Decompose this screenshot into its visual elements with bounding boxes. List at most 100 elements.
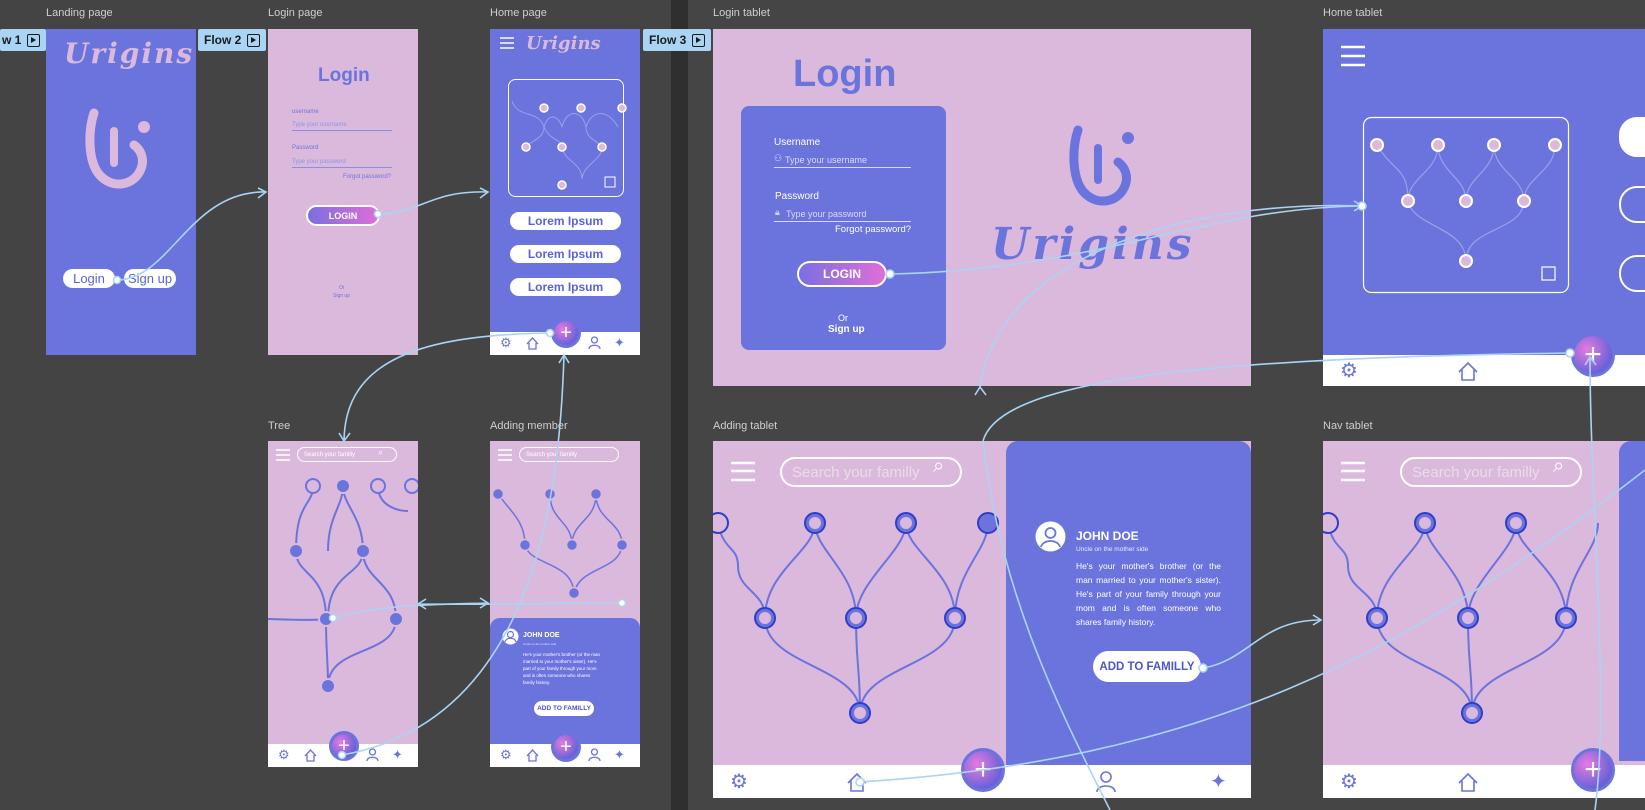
gear-icon[interactable]: ⚙ [500, 747, 512, 762]
flow-tag-1-label: w 1 [2, 33, 22, 47]
connector-adding-down [982, 440, 1111, 810]
home-icon[interactable] [1458, 361, 1478, 381]
search-icon[interactable]: ⌕ [378, 447, 384, 457]
home-tablet-add-fab[interactable]: + [1571, 333, 1615, 377]
frame-label-login-tablet[interactable]: Login tablet [713, 7, 770, 19]
connector-logintablet-home [889, 205, 1363, 275]
logo-icon [85, 108, 150, 189]
connector-tree-adding [332, 602, 489, 619]
frame-label-landing[interactable]: Landing page [46, 7, 113, 19]
menu-icon[interactable] [276, 449, 290, 461]
nav-tablet-tree[interactable] [1323, 441, 1618, 771]
expand-icon [1541, 266, 1556, 281]
tablet-member-description: He's your mother's brother (or the man m… [1076, 561, 1221, 627]
login-title: Login [318, 65, 370, 86]
search-icon[interactable]: ⌕ [1553, 455, 1565, 477]
person-icon[interactable] [366, 748, 379, 762]
tablet-password-underline [774, 221, 911, 222]
adding-frame: Search your familly JOHN DOE Uncle on th… [490, 441, 640, 767]
home-button-2[interactable]: Lorem Ipsum [508, 243, 623, 265]
person-icon[interactable] [588, 336, 601, 350]
brand-logo-text: Urigins [64, 37, 195, 70]
adding-add-fab[interactable]: + [551, 732, 581, 762]
password-underline [292, 167, 392, 168]
home-icon[interactable] [304, 749, 317, 762]
connector-landing-login [116, 191, 267, 281]
tablet-username-input[interactable]: Type your username [785, 155, 868, 165]
connector-home-tablet-fab [1589, 356, 1602, 810]
frame-label-adding[interactable]: Adding member [490, 420, 568, 432]
tree-preview[interactable] [508, 79, 627, 197]
home-logo-text: Urigins [526, 33, 601, 54]
frame-label-tree[interactable]: Tree [268, 420, 291, 432]
tablet-password-input[interactable]: Type your password [786, 209, 867, 219]
forgot-password-link[interactable]: Forgot password? [343, 174, 392, 180]
frame-label-nav-tablet[interactable]: Nav tablet [1323, 420, 1373, 432]
nav-tablet-search-input[interactable]: Search your familly [1400, 457, 1582, 487]
user-icon [1035, 521, 1066, 552]
tablet-signup-link[interactable]: Sign up [828, 324, 865, 335]
adding-search-input[interactable]: Search your familly [519, 447, 619, 462]
gear-icon[interactable]: ⚙ [1340, 360, 1358, 382]
signup-link[interactable]: Sign up [333, 293, 350, 299]
family-tree-small[interactable] [490, 441, 640, 601]
frame-label-adding-tablet[interactable]: Adding tablet [713, 420, 778, 432]
username-input[interactable]: Type your username [292, 122, 347, 128]
tablet-home-button-3[interactable] [1619, 255, 1645, 292]
flow-tag-1[interactable]: w 1 [0, 29, 47, 51]
sparkle-icon[interactable]: ✦ [614, 335, 625, 350]
frame-label-home-tablet[interactable]: Home tablet [1323, 7, 1383, 19]
tablet-home-button-2[interactable] [1619, 186, 1645, 223]
nav-drawer-edge[interactable] [1619, 441, 1645, 761]
gear-icon[interactable]: ⚙ [1340, 771, 1358, 793]
login-tablet-title: Login [793, 53, 897, 95]
menu-icon[interactable] [1341, 461, 1365, 482]
logo-icon [1069, 125, 1134, 206]
tablet-login-button[interactable]: LOGIN [797, 261, 887, 287]
landing-login-button[interactable]: Login [63, 269, 115, 288]
tree-search-input[interactable]: Search your familly [297, 447, 397, 462]
tablet-home-button-1[interactable] [1619, 117, 1645, 157]
home-add-fab[interactable]: + [551, 318, 581, 348]
adding-tablet-tree[interactable] [713, 441, 1008, 771]
password-label: Password [292, 145, 319, 151]
nav-tablet-add-fab[interactable]: + [1571, 748, 1615, 792]
family-tree[interactable] [268, 441, 418, 741]
tree-frame: Search your familly ⌕ ⚙ ✦ [268, 441, 418, 767]
tablet-password-label: Password [775, 191, 819, 202]
connector-fab-adding [982, 352, 1571, 442]
gear-icon[interactable]: ⚙ [500, 335, 512, 350]
menu-icon[interactable] [1341, 45, 1365, 67]
menu-icon[interactable] [500, 37, 514, 49]
login-frame: Login username Type your username Passwo… [268, 29, 418, 355]
flow-tag-3[interactable]: Flow 3 [643, 29, 712, 51]
gear-icon[interactable]: ⚙ [730, 771, 748, 793]
sparkle-icon[interactable]: ✦ [614, 747, 625, 762]
home-icon[interactable] [526, 337, 539, 350]
menu-icon[interactable] [731, 461, 755, 482]
play-icon [692, 33, 706, 47]
username-label: username [292, 109, 319, 115]
add-to-family-button[interactable]: ADD TO FAMILLY [534, 701, 594, 716]
adding-tablet-search-input[interactable]: Search your familly [780, 457, 962, 487]
home-icon[interactable] [1458, 772, 1478, 792]
home-button-3[interactable]: Lorem Ipsum [508, 276, 623, 298]
tablet-forgot-password-link[interactable]: Forgot password? [835, 224, 912, 235]
sparkle-icon[interactable]: ✦ [1210, 771, 1227, 793]
tablet-add-to-family-button[interactable]: ADD TO FAMILLY [1093, 651, 1201, 682]
gear-icon[interactable]: ⚙ [278, 747, 290, 762]
frame-label-home[interactable]: Home page [490, 7, 547, 19]
flow-tag-2[interactable]: Flow 2 [198, 29, 267, 51]
home-button-1[interactable]: Lorem Ipsum [508, 210, 623, 232]
person-icon[interactable] [588, 748, 601, 762]
home-icon[interactable] [526, 749, 539, 762]
user-icon: ⚇ [774, 153, 783, 163]
search-icon[interactable]: ⌕ [933, 455, 945, 477]
sparkle-icon[interactable]: ✦ [392, 747, 403, 762]
password-input[interactable]: Type your password [292, 159, 346, 165]
person-icon[interactable] [1096, 771, 1116, 793]
menu-icon[interactable] [498, 449, 512, 461]
connector-home-nav [859, 469, 1645, 783]
connector-login-home [377, 191, 489, 215]
frame-label-login[interactable]: Login page [268, 7, 323, 19]
